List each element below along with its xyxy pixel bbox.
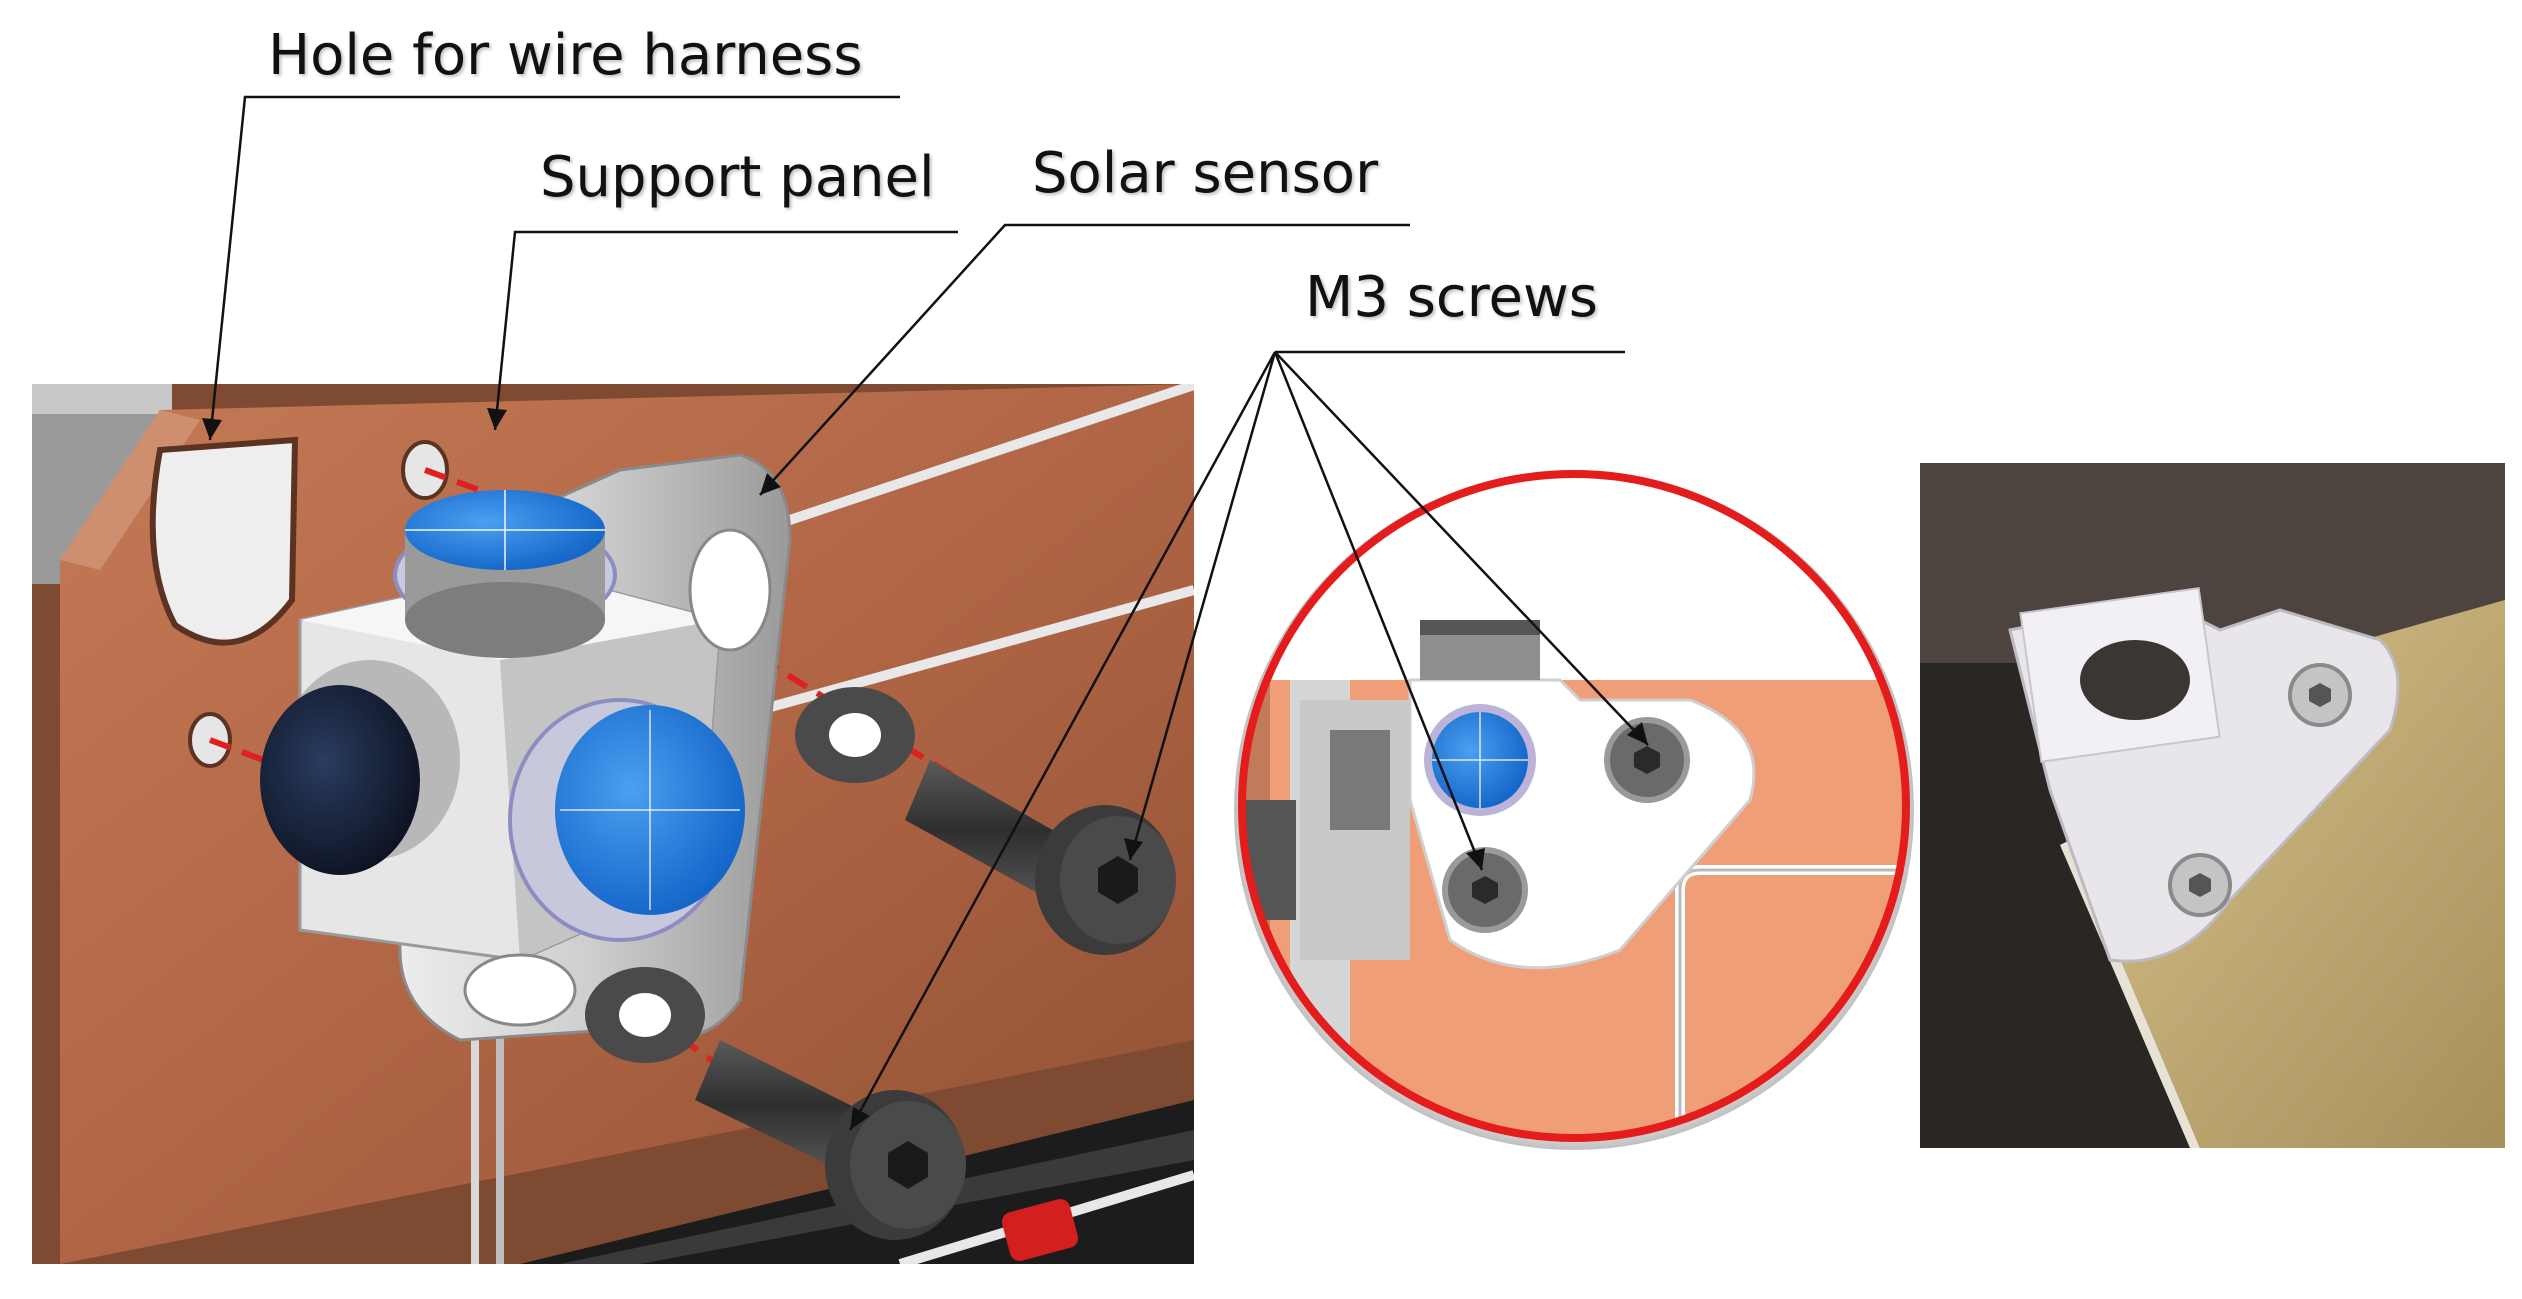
- zoom-circle: [1234, 470, 1914, 1150]
- callout-m3-screws: M3 screws: [1305, 265, 1598, 330]
- top-photodiode: [393, 490, 617, 658]
- photo-prototype: [1920, 463, 2505, 1148]
- m3-screw-lower: [695, 1040, 966, 1240]
- callout-hole-for-wire-harness: Hole for wire harness: [268, 23, 863, 88]
- leader-lines: [202, 95, 1649, 1131]
- zoom-ring: [1238, 470, 1910, 1142]
- washer-upper: [795, 687, 915, 783]
- callout-solar-sensor: Solar sensor: [1032, 141, 1379, 206]
- front-photodiode: [508, 698, 745, 942]
- washer-lower: [585, 967, 705, 1063]
- callout-support-panel: Support panel: [540, 145, 935, 210]
- exploded-render: [32, 384, 1194, 1264]
- side-photodiode-dark: [260, 660, 460, 875]
- wire-harness-hole: [149, 436, 299, 646]
